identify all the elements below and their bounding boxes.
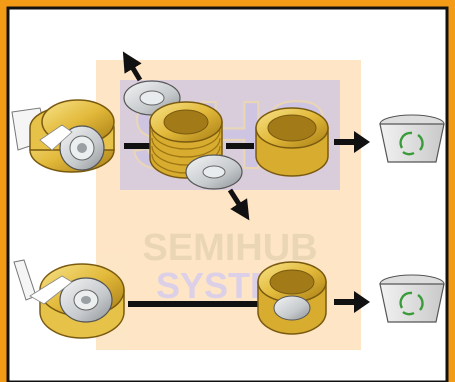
flange-removal-arrows xyxy=(122,51,250,221)
reel-core-top xyxy=(255,107,329,177)
recycle-icon xyxy=(399,291,424,316)
recycle-bin-bottom xyxy=(379,274,445,323)
recycle-bin-top xyxy=(379,114,445,163)
reel-core-bottom xyxy=(257,261,327,335)
reel-with-tape-top xyxy=(11,99,115,173)
recycle-icon xyxy=(399,131,424,156)
arrow-to-bin-bottom xyxy=(334,291,370,313)
arrow-to-bin-top xyxy=(334,131,370,153)
disassembled-reel xyxy=(123,80,243,190)
reel-with-tape-bottom xyxy=(13,259,125,339)
